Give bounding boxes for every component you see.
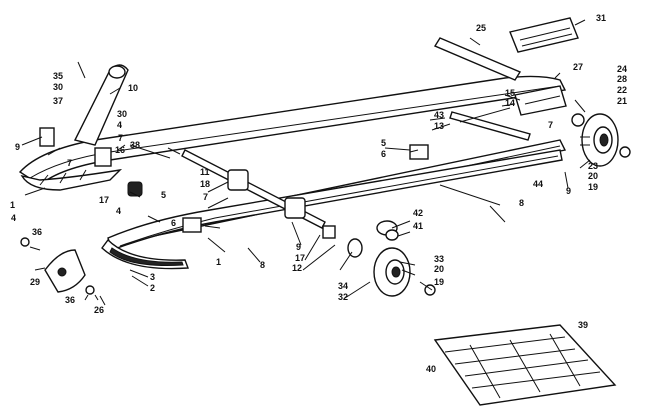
callout-20a: 20 bbox=[588, 171, 598, 181]
callout-22: 22 bbox=[617, 85, 627, 95]
callout-43: 43 bbox=[434, 110, 444, 120]
callout-4a: 4 bbox=[117, 120, 122, 130]
callout-34: 34 bbox=[338, 281, 348, 291]
callout-17a: 17 bbox=[99, 195, 109, 205]
callout-7c: 7 bbox=[203, 192, 208, 202]
callout-6a: 6 bbox=[381, 149, 386, 159]
callout-4c: 4 bbox=[11, 213, 16, 223]
mid-idler-wheel bbox=[347, 220, 436, 297]
callout-44: 44 bbox=[533, 179, 543, 189]
callout-37: 37 bbox=[53, 96, 63, 106]
rear-bracket-15 bbox=[514, 85, 567, 116]
callout-36b: 36 bbox=[65, 295, 75, 305]
callout-13: 13 bbox=[434, 121, 444, 131]
callout-11: 11 bbox=[200, 167, 210, 177]
callout-33: 33 bbox=[434, 254, 444, 264]
callout-20b: 20 bbox=[434, 264, 444, 274]
callout-7a: 7 bbox=[118, 133, 123, 143]
callout-7b: 7 bbox=[67, 158, 72, 168]
callout-39: 39 bbox=[578, 320, 588, 330]
callout-41: 41 bbox=[413, 221, 423, 231]
callout-21: 21 bbox=[617, 96, 627, 106]
track-section bbox=[433, 324, 617, 406]
callout-8a: 8 bbox=[519, 198, 524, 208]
callout-19b: 19 bbox=[434, 277, 444, 287]
callout-2: 2 bbox=[150, 283, 155, 293]
callout-30a: 30 bbox=[53, 82, 63, 92]
front-arm bbox=[39, 64, 129, 167]
rear-bracket-31 bbox=[509, 17, 579, 53]
callout-38: 38 bbox=[130, 140, 140, 150]
callout-19a: 19 bbox=[588, 182, 598, 192]
callout-27: 27 bbox=[573, 62, 583, 72]
callout-42: 42 bbox=[413, 208, 423, 218]
callout-9b: 9 bbox=[296, 242, 301, 252]
callout-12: 12 bbox=[292, 263, 302, 273]
callout-29: 29 bbox=[30, 277, 40, 287]
callout-5b: 5 bbox=[161, 190, 166, 200]
wear-strip bbox=[101, 238, 189, 270]
callout-14: 14 bbox=[505, 98, 515, 108]
callout-18: 18 bbox=[200, 179, 210, 189]
callout-32: 32 bbox=[338, 292, 348, 302]
leader-lines bbox=[21, 19, 591, 301]
slide-rail-lower bbox=[107, 149, 563, 251]
callout-31: 31 bbox=[596, 13, 606, 23]
callout-35: 35 bbox=[53, 71, 63, 81]
callout-16: 16 bbox=[115, 145, 125, 155]
spacer-blocks bbox=[182, 144, 429, 239]
callout-28: 28 bbox=[617, 74, 627, 84]
callout-15: 15 bbox=[505, 88, 515, 98]
callout-1b: 1 bbox=[216, 257, 221, 267]
callout-9a: 9 bbox=[15, 142, 20, 152]
bolts bbox=[77, 61, 511, 306]
callout-26: 26 bbox=[94, 305, 104, 315]
callout-7d: 7 bbox=[548, 120, 553, 130]
callout-25: 25 bbox=[476, 23, 486, 33]
callout-9c: 9 bbox=[566, 186, 571, 196]
callout-36a: 36 bbox=[32, 227, 42, 237]
rear-idler-wheel bbox=[571, 113, 631, 167]
callout-30b: 30 bbox=[117, 109, 127, 119]
callout-23: 23 bbox=[588, 161, 598, 171]
callout-8b: 8 bbox=[260, 260, 265, 270]
callout-10: 10 bbox=[128, 83, 138, 93]
front-bumper-29 bbox=[20, 237, 95, 295]
callout-3: 3 bbox=[150, 272, 155, 282]
callout-4b: 4 bbox=[116, 206, 121, 216]
callout-labels: 1 1 2 3 4 4 4 5 5 6 6 7 7 7 7 8 8 9 9 9 … bbox=[10, 13, 627, 374]
callout-1a: 1 bbox=[10, 200, 15, 210]
callout-40: 40 bbox=[426, 364, 436, 374]
callout-24: 24 bbox=[617, 64, 627, 74]
callout-5a: 5 bbox=[381, 138, 386, 148]
callout-6b: 6 bbox=[171, 218, 176, 228]
cross-shaft-11 bbox=[127, 149, 326, 229]
callout-17b: 17 bbox=[295, 253, 305, 263]
